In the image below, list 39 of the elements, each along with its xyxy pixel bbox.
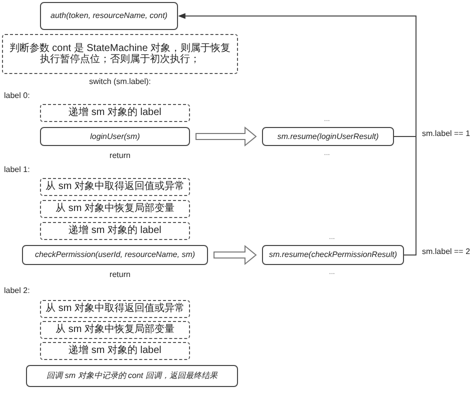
function-box bbox=[26, 365, 238, 387]
function-box bbox=[262, 127, 394, 146]
node-text: auth(token, resourceName, cont) bbox=[50, 11, 168, 21]
node-text: 递增 sm 对象的 label bbox=[68, 225, 162, 237]
function-box bbox=[40, 127, 190, 146]
dashed-note-box bbox=[40, 104, 190, 122]
dashed-note-box bbox=[40, 222, 190, 240]
node-text: 判断参数 cont 是 StateMachine 对象，则属于恢复执行暂停点位；否则属于初次执行； bbox=[8, 42, 232, 66]
function-box bbox=[262, 245, 404, 265]
hollow-arrow bbox=[196, 126, 257, 147]
code-label: label 2: bbox=[4, 287, 30, 295]
node-text: 递增 sm 对象的 label bbox=[68, 345, 162, 357]
node-text: sm.resume(checkPermissionResult) bbox=[268, 250, 398, 260]
code-label: label 1: bbox=[4, 166, 30, 174]
edge-label: sm.label == 1 bbox=[422, 130, 470, 138]
dashed-note-box bbox=[40, 178, 190, 196]
code-label: return bbox=[108, 152, 132, 160]
dashed-note-box bbox=[40, 342, 190, 360]
node-text: loginUser(sm) bbox=[90, 132, 140, 142]
node-text: 递增 sm 对象的 label bbox=[68, 107, 162, 119]
dashed-note-box bbox=[40, 300, 190, 318]
node-text: 从 sm 对象中恢复局部变量 bbox=[56, 203, 174, 215]
code-label: switch (sm.label): bbox=[88, 78, 152, 86]
dashed-note-box bbox=[40, 321, 190, 339]
node-text: 从 sm 对象中恢复局部变量 bbox=[56, 324, 174, 336]
node-text: 从 sm 对象中取得返回值或异常 bbox=[46, 181, 184, 193]
dashed-note-box bbox=[40, 200, 190, 218]
hollow-arrow bbox=[214, 244, 257, 266]
node-text: 回调 sm 对象中记录的 cont 回调，返回最终结果 bbox=[46, 371, 218, 381]
node-text: checkPermission(userId, resourceName, sm) bbox=[34, 250, 196, 260]
connector-arrow bbox=[178, 13, 416, 256]
function-box bbox=[22, 245, 208, 265]
node-text: 从 sm 对象中取得返回值或异常 bbox=[46, 303, 184, 315]
dashed-note-box bbox=[2, 34, 238, 74]
node-text: sm.resume(loginUserResult) bbox=[277, 132, 379, 142]
code-label: label 0: bbox=[4, 92, 30, 100]
function-box bbox=[40, 2, 178, 30]
edge-label: sm.label == 2 bbox=[422, 248, 470, 256]
code-label: return bbox=[108, 271, 132, 279]
